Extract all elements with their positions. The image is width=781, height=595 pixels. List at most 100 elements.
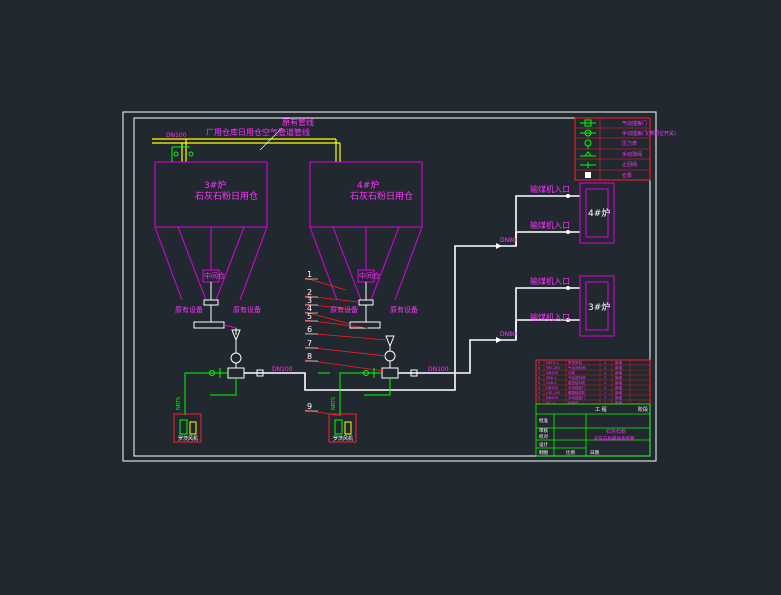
top-pipelines [152,138,341,162]
callout-2: 2 [307,288,312,297]
title-block-drawing-name: 石灰石粉输送系统图 [594,435,635,442]
callout-1: 1 [307,270,312,279]
flow-arrow-icon [580,162,596,168]
air-supply-4 [318,368,391,415]
parts-cell-name: 仓泵 [568,370,576,375]
title-block-header: 工 程 [595,406,607,413]
blower-4-label: 罗茨风机 [333,435,353,442]
parts-cell-note: 新增 [615,385,623,390]
parts-cell-note: 新增 [615,370,623,375]
parts-cell-note: 新增 [615,390,623,395]
pipe-size-b: DN100 [428,366,449,373]
parts-cell-name: 手动插板门 [568,395,586,400]
callout-numbers: 1 2 3 4 5 6 7 8 9 [307,270,312,411]
top-pipe-size: DN100 [166,132,187,139]
pipe-size-a: DN100 [272,366,293,373]
parts-cell-code: YBF-200 [546,366,561,370]
parts-cell-no: 5 [538,381,540,385]
title-block-row-3: 校对 [539,433,548,440]
silo-3-title: 3#炉 [204,179,226,191]
furnace-4 [579,182,615,244]
top-pipe-label-2: 厂用仓库日用仓空气管道管线 [206,127,310,137]
parts-cell-qty: 2 [604,371,606,375]
title-block-row-5: 制图 [539,449,548,456]
parts-cell-code: LSS-200 [546,391,560,395]
parts-cell-no: 9 [538,361,540,365]
callout-4: 4 [307,304,312,313]
legend-text-1: 气动插板门 [622,120,647,127]
callout-6: 6 [307,325,312,334]
furnace-3-inlet-bottom: 输煤机入口 [530,312,570,322]
outer-border [122,111,657,462]
legend-text-5: 止回阀 [622,161,637,168]
parts-cell-no: 4 [538,386,541,390]
parts-cell-qty: 2 [604,381,606,385]
pipe-size-branch-3: DN80 [500,331,517,338]
furnace-3 [579,275,615,337]
pipe-valves [256,194,570,377]
parts-cell-no: 3 [538,391,540,395]
callout-3: 3 [307,296,312,305]
silo-4-existing-left: 原有设备 [330,305,358,314]
pipe-size-branch-4: DN80 [500,237,517,244]
callout-5: 5 [307,312,312,321]
parts-cell-no: 7 [538,371,540,375]
parts-cell-code: NRTS-1 [546,361,559,365]
parts-cell-note: 新增 [615,375,623,380]
parts-cell-name: 星型给料机 [568,380,586,385]
parts-cell-name: 中间仓 [568,400,579,405]
parts-cell-qty: 2 [604,361,606,365]
furnace-3-inlet-top: 输煤机入口 [530,276,570,286]
check-valve-icon [580,151,596,157]
furnace-3-label: 3#炉 [588,301,610,313]
parts-cell-note: 新增 [615,395,623,400]
parts-cell-qty: 2 [604,396,606,400]
silo-3-existing-right: 原有设备 [233,305,261,314]
title-block-date: 日期 [590,450,599,456]
blower-unit-4: NRTS 罗茨风机 [328,397,357,443]
parts-cell-qty: 2 [604,401,606,405]
callout-9: 9 [307,402,312,411]
parts-cell-qty: 2 [604,376,606,380]
parts-cell-name: 手动插板门 [568,385,586,390]
legend-text-3: 压力表 [622,140,637,147]
callout-underlines [305,278,318,412]
blower-4-tag: NRTS [331,397,337,410]
parts-cell-qty: 2 [604,366,606,370]
top-pipe-label-1: 原有管线 [282,117,314,127]
furnace-4-inlet-bottom: 输煤机入口 [530,220,570,230]
parts-cell-no: 6 [538,376,540,380]
air-supply-3 [184,368,237,415]
inner-border [133,117,651,457]
parts-cell-qty: 2 [604,386,606,390]
parts-cell-no: 1 [538,401,540,405]
silo-4-mid-bin: 中间仓 [359,271,380,280]
rotary-valve-icon [580,129,596,137]
title-block-row-4: 设计 [539,441,548,448]
callout-8: 8 [307,352,312,361]
silo-4-existing-right: 原有设备 [390,305,418,314]
legend-text-4: 手动球阀 [622,151,642,158]
pressure-gauge-icon [584,139,592,149]
parts-cell-name: 罗茨风机 [568,360,582,365]
top-label-leader [259,127,283,151]
silo-3-existing-left: 原有设备 [175,305,203,314]
blower-3-tag: NRTS [176,397,182,410]
silo-4-subtitle: 石灰石粉日用仓 [350,190,413,202]
parts-cell-qty: 2 [604,391,606,395]
callout-leaders [304,277,387,417]
gate-valve-icon [580,119,596,127]
parts-cell-no: 8 [538,366,540,370]
furnace-4-label: 4#炉 [588,207,610,219]
blower-3-label: 罗茨风机 [178,435,198,442]
parts-cell-code: ZJC-1 [546,401,555,405]
parts-cell-name: 螺旋输送机 [568,390,586,395]
title-block-row-2: 审核 [539,427,548,434]
silo-3-screw-leader [223,324,237,329]
silo-3-mid-bin: 中间仓 [204,271,225,280]
parts-cell-code: GLB-1 [546,381,557,385]
title-block-sheet: 阶段 [638,406,648,413]
